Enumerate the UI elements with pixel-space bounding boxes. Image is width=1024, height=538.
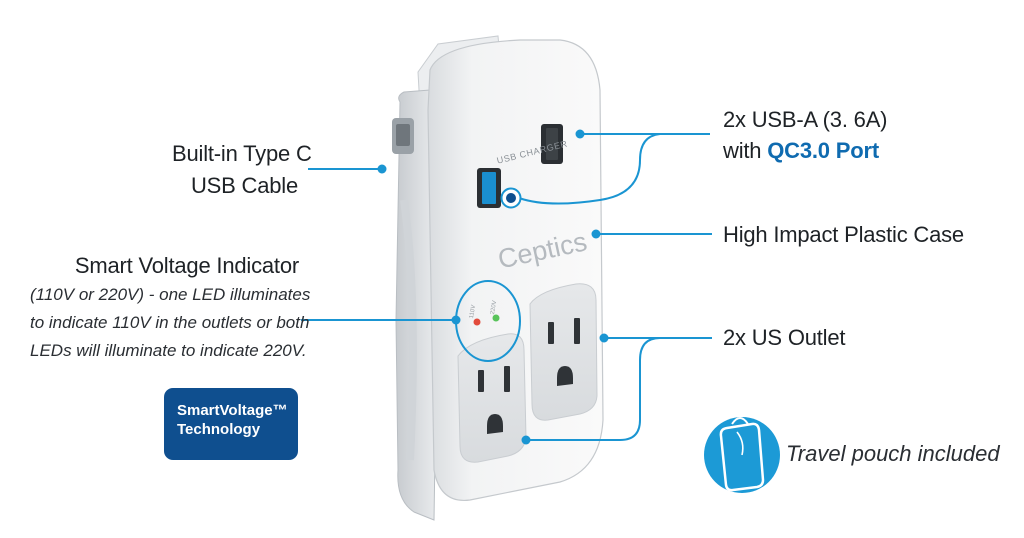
case-marker [591, 229, 601, 239]
qc-port-marker [500, 187, 522, 209]
smartvoltage-badge: SmartVoltage™ Technology [164, 388, 298, 460]
voltage-desc-1: (110V or 220V) - one LED illuminates [30, 285, 311, 304]
badge-line2: Technology [177, 421, 261, 438]
voltage-marker [451, 315, 461, 325]
voltage-title: Smart Voltage Indicator [74, 253, 299, 278]
qc-port-text: QC3.0 Port [767, 138, 879, 163]
travel-pouch-icon [704, 417, 780, 493]
type-c-callout: Built-in Type C USB Cable [172, 138, 312, 202]
outlet-top-marker [599, 333, 609, 343]
outlet-bottom-marker [521, 435, 531, 445]
type-c-marker [377, 164, 387, 174]
outlet-connector-line [528, 337, 712, 441]
usb-line2: with QC3.0 Port [723, 135, 887, 166]
led-highlight-ring [455, 280, 521, 362]
outlet-left [457, 333, 527, 463]
usb-top-marker [575, 129, 585, 139]
type-c-line1: Built-in Type C [172, 141, 312, 166]
usb-line2-prefix: with [723, 138, 768, 163]
voltage-desc-3: LEDs will illuminate to indicate 220V. [30, 341, 307, 360]
case-callout: High Impact Plastic Case [723, 222, 964, 247]
type-c-line2: USB Cable [190, 173, 298, 198]
voltage-callout: Smart Voltage Indicator (110V or 220V) -… [30, 251, 311, 365]
led-220-label: 220V [490, 300, 498, 315]
usb-connector-line [518, 133, 710, 205]
led-green [492, 314, 500, 322]
usb-callout: 2x USB-A (3. 6A) with QC3.0 Port [723, 104, 888, 166]
voltage-desc-2: to indicate 110V in the outlets or both [30, 313, 310, 332]
usb-ports: USB CHARGER [477, 124, 569, 208]
led-110-label: 110V [469, 305, 477, 319]
badge-line1: SmartVoltage™ [177, 402, 288, 419]
led-indicators: 110V 220V [469, 300, 500, 326]
outlet-right [529, 283, 598, 421]
usb-line1: 2x USB-A (3. 6A) [723, 107, 888, 132]
outlet-callout: 2x US Outlet [723, 325, 846, 350]
pouch-callout: Travel pouch included [786, 441, 1000, 466]
led-red [473, 318, 481, 326]
